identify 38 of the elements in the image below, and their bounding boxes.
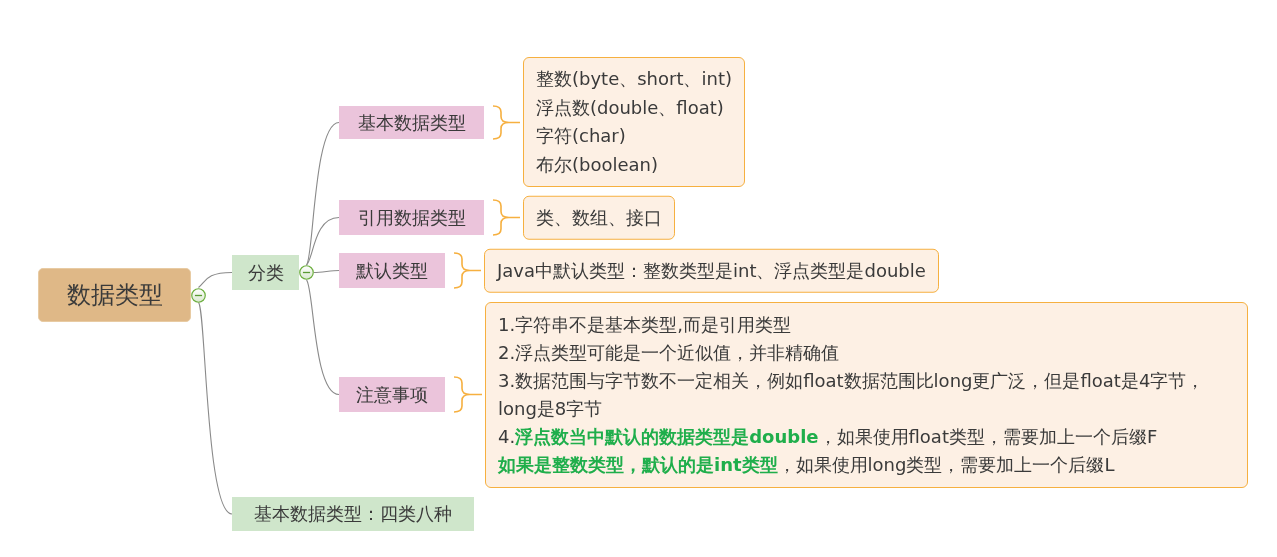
subtopic-node (339, 200, 484, 235)
topic-label: 基本数据类型：四类八种 (254, 502, 452, 526)
note-card (523, 57, 745, 187)
subtopic-label: 注意事项 (356, 382, 428, 407)
connector-line (197, 271, 233, 289)
topic-label: 分类 (247, 260, 284, 285)
note-card (485, 301, 1248, 488)
brace-connector (492, 199, 521, 236)
subtopic-node (339, 106, 484, 139)
note-line: 布尔(boolean) (536, 152, 658, 177)
note-line: 4.浮点数当中默认的数据类型是double，如果使用float类型，需要加上一个后缀F (498, 424, 1158, 449)
note-line: 浮点数(double、float) (536, 95, 724, 120)
topic-title: 数据类型 (66, 280, 163, 311)
subtopic-node (339, 377, 445, 412)
note-card (484, 248, 939, 293)
brace-connector (492, 105, 521, 140)
root-topic (38, 268, 191, 322)
subtopic-label: 默认类型 (356, 258, 428, 283)
subtopic-node (339, 253, 445, 288)
note-line: 如果是整数类型，默认的是int类型，如果使用long类型，需要加上一个后缀L (498, 452, 1115, 477)
topic-node (232, 497, 474, 531)
brace-connector (453, 252, 482, 289)
subtopic-label: 基本数据类型 (357, 110, 466, 135)
connector-line (197, 301, 233, 515)
connector-line (305, 279, 340, 396)
connector-line (313, 269, 340, 274)
note-line: 整数(byte、short、int) (536, 67, 732, 91)
connector-line (305, 216, 340, 266)
topic-node (232, 255, 299, 290)
note-card (523, 195, 675, 240)
note-line: 类、数组、接口 (536, 205, 662, 230)
note-line: 3.数据范围与字节数不一定相关，例如float数据范围比long更广泛，但是float是4字节，long是8字节 (498, 368, 1206, 421)
note-line: 字符(char) (536, 124, 626, 148)
note-line: Java中默认类型：整数类型是int、浮点类型是double (497, 258, 926, 283)
brace-connector (453, 376, 483, 413)
note-line: 1.字符串不是基本类型,而是引用类型 (498, 312, 791, 337)
note-line: 2.浮点类型可能是一个近似值，并非精确值 (498, 340, 840, 365)
subtopic-label: 引用数据类型 (357, 205, 466, 230)
